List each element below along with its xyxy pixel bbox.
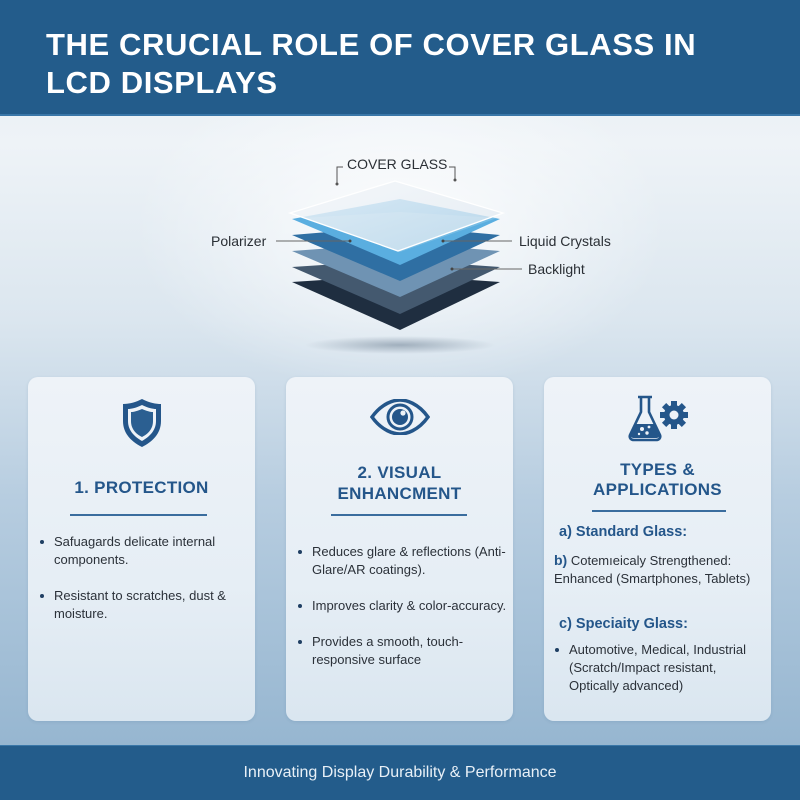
footer-tagline: Innovating Display Durability & Performa… bbox=[243, 764, 557, 781]
type-chemically-strengthened: b) Cotemıeicaly Strengthened: Enhanced (… bbox=[554, 551, 764, 588]
bullet-item: Automotive, Medical, Industrial (Scratch… bbox=[555, 641, 767, 695]
stack-shadow bbox=[305, 336, 495, 354]
card-title-line1: TYPES & bbox=[620, 460, 695, 479]
lcd-layer-diagram: COVER GLASS Polarizer Liquid Crystals Ba… bbox=[0, 116, 800, 366]
card-types-applications: TYPES & APPLICATIONS a) Standard Glass: … bbox=[544, 377, 771, 721]
label-cover-glass: COVER GLASS bbox=[347, 156, 448, 172]
bullet-item: Resistant to scratches, dust & moisture. bbox=[40, 587, 245, 623]
title-divider bbox=[331, 514, 467, 516]
bullet-item: Reduces glare & reflections (Anti-Glare/… bbox=[298, 543, 508, 579]
card-title: 1. PROTECTION bbox=[74, 478, 209, 497]
page-title: THE CRUCIAL ROLE OF COVER GLASS IN LCD D… bbox=[46, 27, 697, 100]
type-specialty-glass: c) Speciaity Glass: bbox=[559, 616, 688, 632]
eye-icon bbox=[369, 398, 430, 440]
shield-icon bbox=[120, 397, 164, 454]
flask-gear-icon bbox=[627, 395, 689, 448]
type-standard-glass: a) Standard Glass: bbox=[559, 524, 688, 540]
title-divider bbox=[70, 514, 207, 516]
bullet-item: Safuagards delicate internal components. bbox=[40, 533, 245, 569]
card-visual-enhancement: 2. VISUAL ENHANCMENT Reduces glare & ref… bbox=[286, 377, 513, 721]
visual-bullet-list: Reduces glare & reflections (Anti-Glare/… bbox=[298, 543, 508, 687]
label-polarizer: Polarizer bbox=[211, 233, 267, 249]
label-liquid-crystals: Liquid Crystals bbox=[519, 233, 611, 249]
layer-stack-graphic bbox=[276, 166, 522, 354]
layer-cover-glass bbox=[287, 180, 506, 252]
footer-banner: Innovating Display Durability & Performa… bbox=[0, 745, 800, 800]
bullet-item: Provides a smooth, touch-responsive surf… bbox=[298, 633, 508, 669]
card-title-line2: ENHANCMENT bbox=[337, 484, 462, 503]
title-divider bbox=[592, 510, 726, 512]
card-title-line2: APPLICATIONS bbox=[593, 480, 722, 499]
item-text: Cotemıeicaly Strengthened: Enhanced (Sma… bbox=[554, 553, 751, 586]
label-backlight: Backlight bbox=[528, 261, 585, 277]
card-protection: 1. PROTECTION Safuagards delicate intern… bbox=[28, 377, 255, 721]
header-banner: THE CRUCIAL ROLE OF COVER GLASS IN LCD D… bbox=[0, 0, 800, 116]
specialty-bullet-list: Automotive, Medical, Industrial (Scratch… bbox=[555, 641, 767, 713]
protection-bullet-list: Safuagards delicate internal components.… bbox=[40, 533, 245, 641]
item-prefix: b) bbox=[554, 552, 568, 568]
bullet-item: Improves clarity & color-accuracy. bbox=[298, 597, 508, 615]
card-title-line1: 2. VISUAL bbox=[357, 463, 442, 482]
